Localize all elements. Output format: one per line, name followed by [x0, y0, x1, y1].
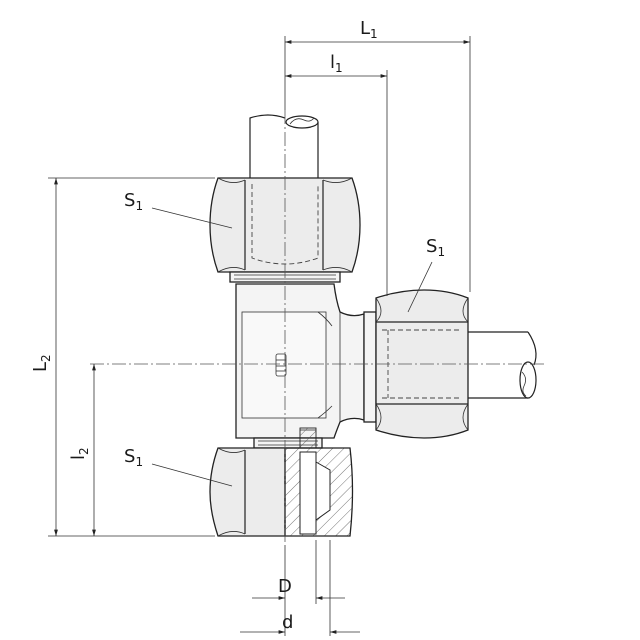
dimension-L2: L2 [30, 178, 58, 536]
svg-text:S1: S1 [124, 190, 143, 213]
right-collar [363, 311, 377, 423]
D-label: D [278, 576, 292, 597]
extension-lines [48, 36, 471, 636]
manufacturer-logo [275, 353, 287, 377]
tee-body [235, 283, 365, 439]
callout-S1-top: S1 [124, 190, 233, 229]
l1-sub: 1 [335, 61, 343, 75]
S1-right-sub: 1 [437, 245, 445, 259]
S1-right-main: S [426, 236, 437, 257]
l1-main: l [330, 52, 335, 73]
center-lines [90, 110, 545, 545]
bottom-nut [209, 447, 286, 537]
right-pipe [468, 331, 537, 399]
l2-sub: 2 [77, 447, 91, 455]
dimension-d: d [240, 612, 360, 634]
L1-main: L [360, 18, 370, 39]
svg-text:l2: l2 [68, 447, 91, 460]
dimension-l1: l1 [285, 52, 387, 78]
dimension-L1: L1 [285, 18, 470, 44]
svg-text:S1: S1 [124, 446, 143, 469]
l2-main: l [68, 455, 89, 460]
L1-sub: 1 [370, 27, 378, 41]
svg-text:L1: L1 [360, 18, 378, 41]
dimension-l2: l2 [68, 364, 96, 536]
dimension-D: D [252, 576, 345, 600]
L2-main: L [30, 362, 51, 372]
bottom-section-view [284, 427, 354, 537]
S1-bottom-main: S [124, 446, 135, 467]
L2-sub: 2 [39, 354, 53, 362]
callout-S1-right: S1 [407, 236, 445, 313]
S1-top-sub: 1 [135, 199, 143, 213]
S1-bottom-sub: 1 [135, 455, 143, 469]
svg-text:S1: S1 [426, 236, 445, 259]
top-pipe [249, 114, 319, 180]
svg-text:l1: l1 [330, 52, 343, 75]
d-label: d [282, 612, 293, 633]
svg-text:L2: L2 [30, 354, 53, 372]
callout-S1-bottom: S1 [124, 446, 233, 487]
S1-top-main: S [124, 190, 135, 211]
